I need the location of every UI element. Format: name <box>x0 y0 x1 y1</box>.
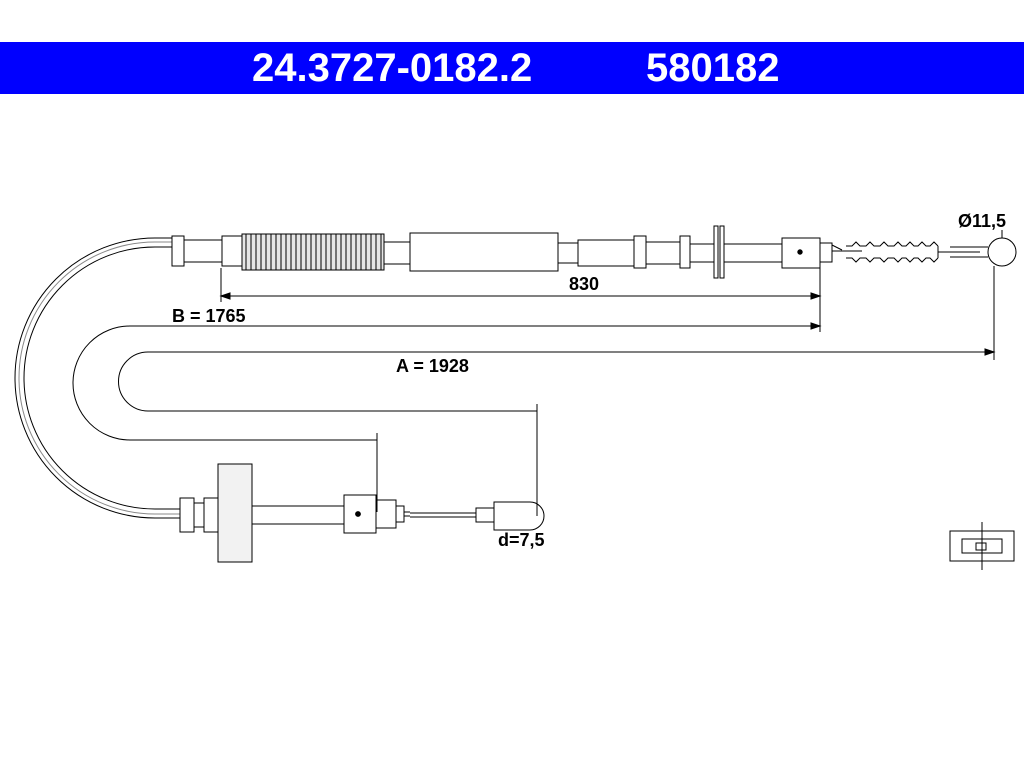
dimension-b-label: B = 1765 <box>172 306 246 326</box>
top-fitting <box>171 235 243 267</box>
bottom-fitting <box>179 463 545 563</box>
dimension-a <box>118 266 996 516</box>
dimension-830-label: 830 <box>569 274 599 294</box>
dimension-b <box>72 322 822 512</box>
inner-cable-ribs <box>846 241 980 263</box>
sleeve <box>409 232 715 272</box>
dimension-a-label: A = 1928 <box>396 356 469 376</box>
reference-number: 580182 <box>646 46 780 90</box>
rubber-boot <box>241 233 411 271</box>
cable-sheath <box>14 237 180 519</box>
title-bar: 24.3727-0182.2 580182 <box>0 42 1024 94</box>
end-fitting <box>781 237 862 269</box>
part-number: 24.3727-0182.2 <box>252 46 533 90</box>
section-icon <box>949 522 1015 570</box>
ball-diameter-label: Ø11,5 <box>958 211 1006 231</box>
nipple-diameter-label: d=7,5 <box>498 530 545 550</box>
dimension-830 <box>219 268 822 332</box>
mounting-clip <box>713 225 783 279</box>
